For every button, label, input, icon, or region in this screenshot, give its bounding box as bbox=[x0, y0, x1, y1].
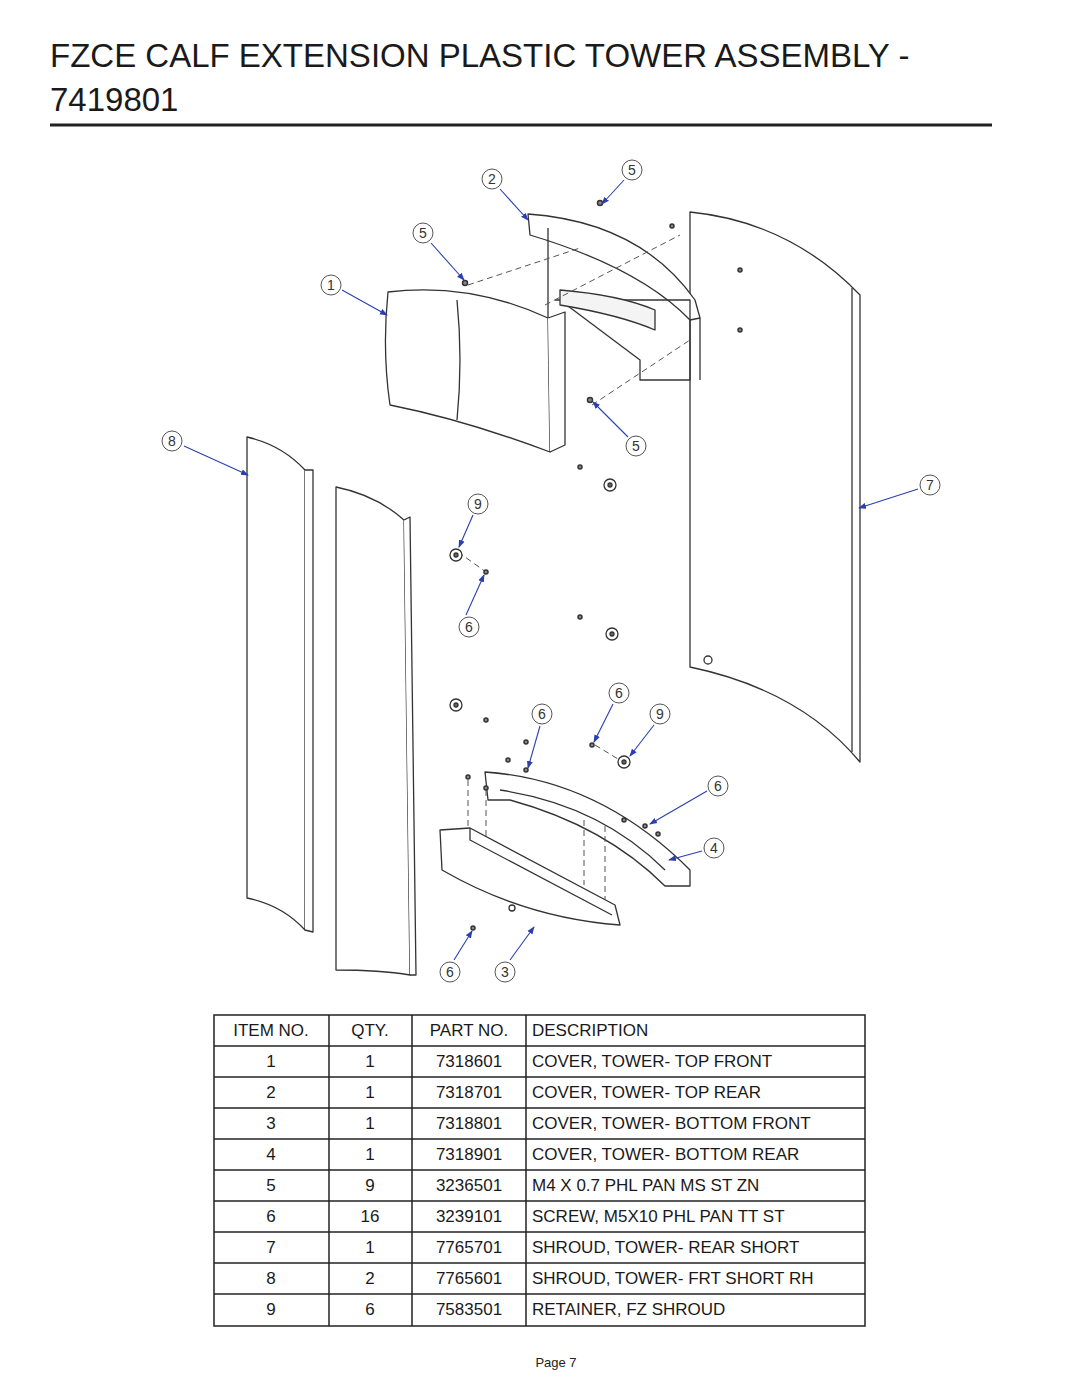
table-cell: 2 bbox=[266, 1083, 275, 1103]
table-cell: 3236501 bbox=[436, 1176, 502, 1196]
table-cell: 7318601 bbox=[436, 1052, 502, 1072]
table-cell: COVER, TOWER- TOP REAR bbox=[532, 1083, 761, 1103]
table-cell: COVER, TOWER- BOTTOM REAR bbox=[532, 1145, 799, 1165]
callout-number: 3 bbox=[501, 964, 509, 980]
callout-number: 6 bbox=[465, 619, 473, 635]
table-cell: 4 bbox=[266, 1145, 275, 1165]
callout-number: 4 bbox=[710, 840, 718, 856]
callout-circle: 8 bbox=[161, 430, 183, 452]
callout-circle: 5 bbox=[412, 222, 434, 244]
callout-circle: 5 bbox=[625, 435, 647, 457]
table-cell: 3 bbox=[266, 1114, 275, 1134]
callout-number: 6 bbox=[714, 778, 722, 794]
callout-number: 7 bbox=[926, 477, 934, 493]
table-header: QTY. bbox=[351, 1021, 388, 1041]
table-cell: 1 bbox=[365, 1083, 374, 1103]
table-cell: M4 X 0.7 PHL PAN MS ST ZN bbox=[532, 1176, 759, 1196]
callout-number: 6 bbox=[615, 685, 623, 701]
callout-circle: 6 bbox=[608, 682, 630, 704]
callout-circle: 9 bbox=[649, 703, 671, 725]
table-cell: 2 bbox=[365, 1269, 374, 1289]
callout-circle: 6 bbox=[707, 775, 729, 797]
table-cell: 1 bbox=[365, 1052, 374, 1072]
table-cell: 9 bbox=[365, 1176, 374, 1196]
table-cell: SHROUD, TOWER- FRT SHORT RH bbox=[532, 1269, 813, 1289]
callout-circle: 2 bbox=[481, 168, 503, 190]
table-cell: 7765601 bbox=[436, 1269, 502, 1289]
callout-number: 2 bbox=[488, 171, 496, 187]
callout-number: 9 bbox=[656, 706, 664, 722]
callout-number: 6 bbox=[446, 964, 454, 980]
table-cell: COVER, TOWER- TOP FRONT bbox=[532, 1052, 772, 1072]
table-cell: 1 bbox=[365, 1145, 374, 1165]
table-header: PART NO. bbox=[430, 1021, 508, 1041]
table-cell: 7318901 bbox=[436, 1145, 502, 1165]
table-cell: 6 bbox=[266, 1207, 275, 1227]
callout-number: 8 bbox=[168, 433, 176, 449]
callout-circle: 7 bbox=[919, 474, 941, 496]
table-cell: 7318701 bbox=[436, 1083, 502, 1103]
table-cell: 8 bbox=[266, 1269, 275, 1289]
table-cell: 1 bbox=[266, 1052, 275, 1072]
callout-number: 1 bbox=[327, 277, 335, 293]
callout-circle: 3 bbox=[494, 961, 516, 983]
table-cell: 16 bbox=[361, 1207, 380, 1227]
callout-number: 5 bbox=[419, 225, 427, 241]
callout-circle: 4 bbox=[703, 837, 725, 859]
table-cell: 7318801 bbox=[436, 1114, 502, 1134]
callout-circle: 9 bbox=[467, 493, 489, 515]
callout-circle: 1 bbox=[320, 274, 342, 296]
table-cell: 1 bbox=[365, 1114, 374, 1134]
callout-number: 6 bbox=[538, 706, 546, 722]
table-cell: RETAINER, FZ SHROUD bbox=[532, 1300, 725, 1320]
page-number: Page 7 bbox=[535, 1355, 576, 1370]
callout-circle: 6 bbox=[439, 961, 461, 983]
table-cell: 9 bbox=[266, 1300, 275, 1320]
callout-circle: 6 bbox=[458, 616, 480, 638]
table-cell: 3239101 bbox=[436, 1207, 502, 1227]
table-cell: 5 bbox=[266, 1176, 275, 1196]
table-cell: SHROUD, TOWER- REAR SHORT bbox=[532, 1238, 799, 1258]
table-cell: 7765701 bbox=[436, 1238, 502, 1258]
callout-number: 9 bbox=[474, 496, 482, 512]
diagram-title: FZCE CALF EXTENSION PLASTIC TOWER ASSEMB… bbox=[50, 34, 1010, 122]
table-cell: 7583501 bbox=[436, 1300, 502, 1320]
callout-circle: 5 bbox=[621, 159, 643, 181]
callout-number: 5 bbox=[628, 162, 636, 178]
callout-circle: 6 bbox=[531, 703, 553, 725]
table-cell: COVER, TOWER- BOTTOM FRONT bbox=[532, 1114, 811, 1134]
table-cell: 6 bbox=[365, 1300, 374, 1320]
table-header: ITEM NO. bbox=[233, 1021, 309, 1041]
table-cell: 7 bbox=[266, 1238, 275, 1258]
table-header: DESCRIPTION bbox=[532, 1021, 648, 1041]
table-cell: SCREW, M5X10 PHL PAN TT ST bbox=[532, 1207, 785, 1227]
callout-number: 5 bbox=[632, 438, 640, 454]
table-cell: 1 bbox=[365, 1238, 374, 1258]
